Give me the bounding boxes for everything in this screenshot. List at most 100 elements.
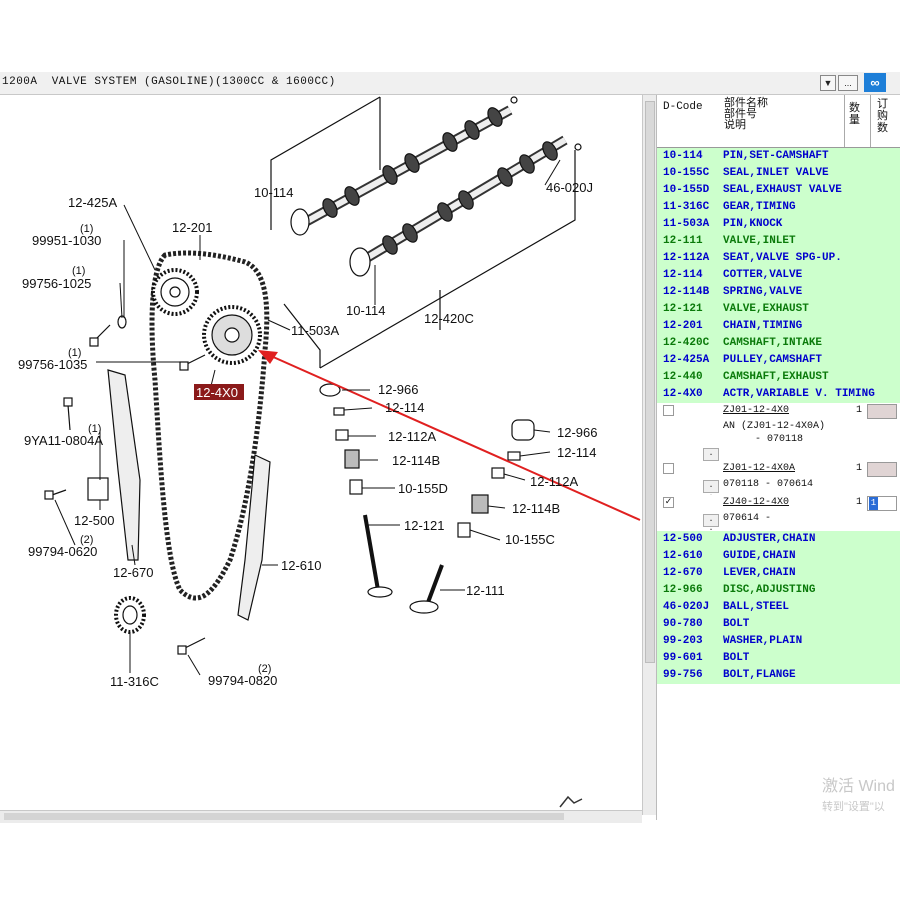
label-10-114-top[interactable]: 10-114	[254, 185, 294, 200]
label-99756-1035-qty: (1)	[68, 347, 81, 359]
select-checkbox[interactable]	[663, 405, 674, 416]
label-99756-1025[interactable]: 99756-1025	[22, 276, 91, 291]
label-10-155D[interactable]: 10-155D	[398, 481, 448, 496]
order-qty-value[interactable]: 1	[869, 497, 878, 510]
label-99951-1030[interactable]: 99951-1030	[32, 233, 101, 248]
label-10-114-mid[interactable]: 10-114	[346, 303, 386, 318]
label-12-4X0[interactable]: 12-4X0	[196, 385, 238, 400]
select-checkbox[interactable]: ✓	[663, 497, 674, 508]
camshaft-frame	[270, 96, 576, 369]
part-number[interactable]: ZJ01-12-4X0A	[723, 463, 796, 474]
timing-chain	[149, 250, 270, 601]
select-checkbox[interactable]	[663, 463, 674, 474]
part-date-range: 070614 -	[723, 513, 772, 524]
order-qty-input[interactable]	[867, 462, 897, 477]
header-name-line1: 部件名称	[724, 98, 768, 110]
label-9YA11-0804A[interactable]: 9YA11-0804A	[24, 433, 103, 448]
label-12-500[interactable]: 12-500	[74, 513, 114, 528]
details-button[interactable]: . .	[703, 514, 719, 533]
label-11-316C[interactable]: 11-316C	[110, 674, 159, 689]
part-date-range: 070118 - 070614	[723, 479, 814, 490]
parts-diagram[interactable]: 12-425A 12-201 10-114 46-020J (1) 99951-…	[0, 95, 642, 810]
resize-grip-icon	[559, 795, 583, 808]
parts-list-header: D-Code 部件名称 部件号 说明 数量 订购数	[657, 95, 900, 148]
label-99756-1035[interactable]: 99756-1035	[18, 357, 87, 372]
label-99794-0820[interactable]: 99794-0820	[208, 673, 277, 688]
part-quantity: 1	[856, 405, 863, 416]
chain-lever	[107, 369, 141, 561]
watermark-line2: 转到"设置"以	[822, 801, 885, 813]
chain-adjuster	[87, 477, 109, 501]
selected-part-highlight	[194, 384, 244, 400]
order-qty-input[interactable]: 1	[867, 496, 897, 511]
timing-gear	[114, 596, 146, 634]
label-12-112A-a[interactable]: 12-112A	[388, 429, 437, 444]
details-button[interactable]: . .	[703, 448, 719, 467]
label-12-114B-a[interactable]: 12-114B	[392, 453, 440, 468]
intake-camshaft	[349, 135, 582, 277]
label-12-114-b[interactable]: 12-114	[557, 445, 597, 460]
part-number-entry: ✓ ZJ40-12-4X0 1 1 . . 070614 -	[657, 495, 900, 533]
diagram-title: 1200A VALVE SYSTEM (GASOLINE)(1300CC & 1…	[2, 76, 336, 88]
label-12-610[interactable]: 12-610	[281, 558, 321, 573]
details-button[interactable]: . .	[703, 480, 719, 499]
label-12-670[interactable]: 12-670	[113, 565, 153, 580]
label-12-121[interactable]: 12-121	[404, 518, 444, 533]
label-11-503A[interactable]: 11-503A	[291, 323, 340, 338]
link-icon[interactable]: ∞	[864, 73, 886, 92]
dropdown-button[interactable]: ▼	[820, 75, 836, 91]
title-bar: 1200A VALVE SYSTEM (GASOLINE)(1300CC & 1…	[0, 72, 900, 95]
scrollbar-thumb[interactable]	[4, 813, 564, 820]
label-46-020J[interactable]: 46-020J	[546, 180, 593, 195]
part-number[interactable]: ZJ01-12-4X0	[723, 405, 790, 416]
part-number[interactable]: ZJ40-12-4X0	[723, 497, 790, 508]
header-order-qty: 订购数	[870, 95, 900, 147]
order-qty-input[interactable]	[867, 404, 897, 419]
label-12-201[interactable]: 12-201	[172, 220, 212, 235]
label-12-111[interactable]: 12-111	[466, 583, 505, 598]
label-10-155C[interactable]: 10-155C	[505, 532, 555, 547]
label-12-114B-b[interactable]: 12-114B	[512, 501, 560, 516]
label-12-966-b[interactable]: 12-966	[557, 425, 597, 440]
label-12-966-a[interactable]: 12-966	[378, 382, 418, 397]
label-12-425A[interactable]: 12-425A	[68, 195, 117, 210]
header-d-code: D-Code	[663, 101, 703, 113]
label-12-114-a[interactable]: 12-114	[385, 400, 425, 415]
scrollbar-thumb[interactable]	[645, 101, 655, 663]
label-12-112A-b[interactable]: 12-112A	[530, 474, 579, 489]
label-12-420C[interactable]: 12-420C	[424, 311, 474, 326]
header-name-line2: 部件号	[724, 109, 757, 121]
label-99794-0620[interactable]: 99794-0620	[28, 544, 97, 559]
activation-watermark: 激活 Wind 转到"设置"以	[822, 772, 895, 814]
header-quantity: 数量	[844, 95, 865, 147]
diagram-horizontal-scrollbar[interactable]	[0, 810, 642, 823]
more-button[interactable]: ...	[838, 75, 858, 91]
exhaust-camshaft	[290, 96, 518, 236]
diagram-vertical-scrollbar[interactable]	[642, 95, 656, 815]
